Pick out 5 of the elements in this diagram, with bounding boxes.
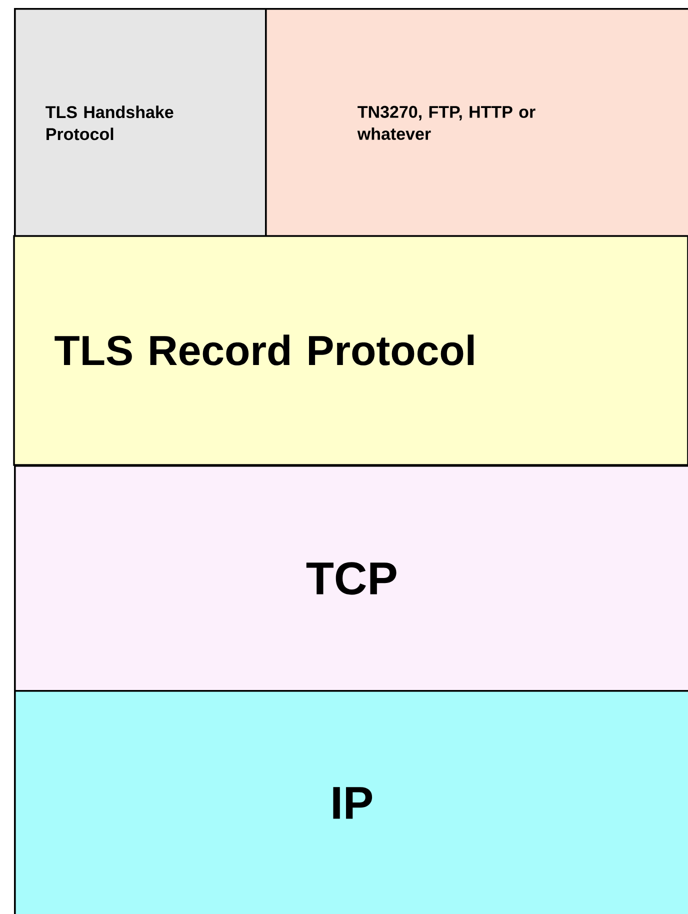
protocol-layer-box: TN3270, FTP, HTTP or whatever xyxy=(265,8,688,238)
protocol-layer-box: TCP xyxy=(14,465,688,692)
protocol-layer-box: TLS Record Protocol xyxy=(13,235,688,466)
protocol-layer-box: IP xyxy=(14,690,688,914)
protocol-layer-box: TLS Handshake Protocol xyxy=(14,8,267,238)
